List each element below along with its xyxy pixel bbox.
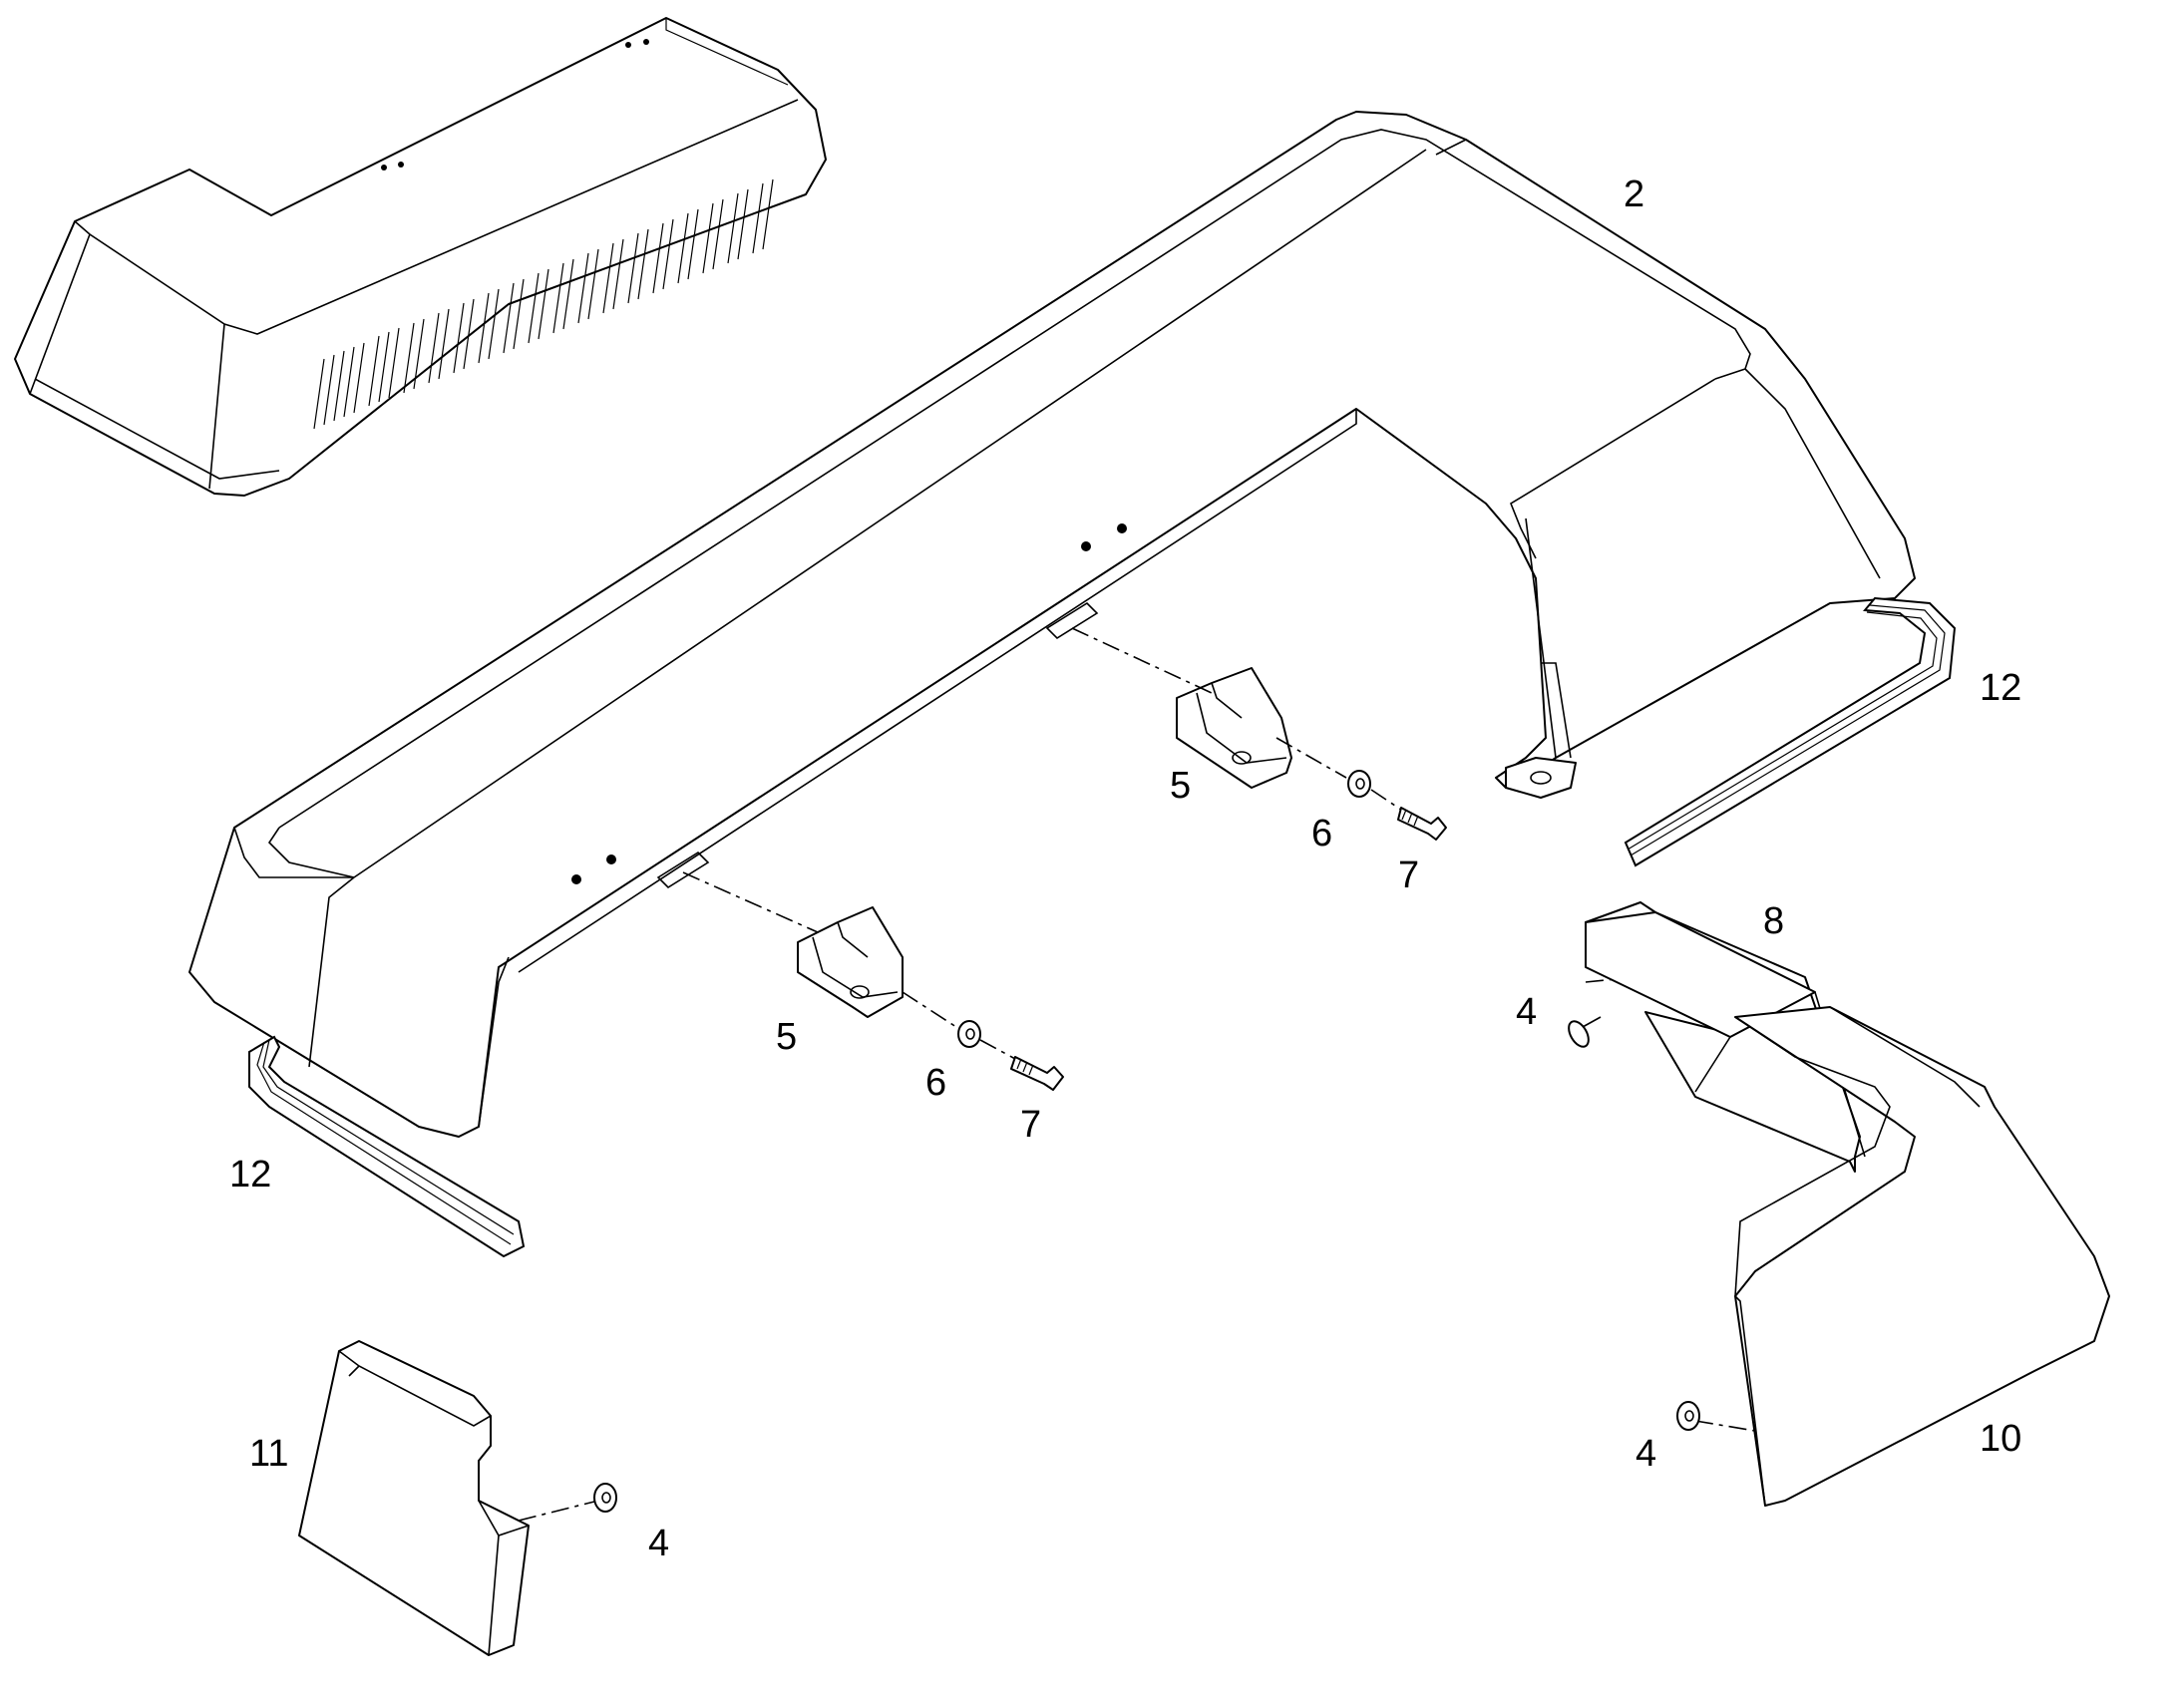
trim-piece-part-8	[1585, 901, 1866, 1173]
washer-lower	[957, 1020, 981, 1048]
callout-12-right: 12	[1980, 667, 2021, 709]
callout-7-lower: 7	[1020, 1104, 1041, 1146]
callout-5-lower: 5	[776, 1016, 797, 1058]
push-rivet-left	[593, 1483, 617, 1513]
main-cover-part-2	[188, 111, 1916, 1138]
callout-4-right: 4	[1635, 1433, 1656, 1475]
screw-upper	[1397, 807, 1447, 841]
callout-11: 11	[249, 1433, 288, 1475]
callout-7-upper: 7	[1398, 854, 1419, 896]
side-panel-part-11	[298, 1340, 530, 1656]
screw-lower	[1010, 1056, 1064, 1091]
bracket-lower	[797, 906, 904, 1018]
seal-strip-right	[1624, 596, 1957, 867]
callout-6-lower: 6	[925, 1062, 946, 1104]
seal-strip-left	[248, 1035, 526, 1258]
callout-12-left: 12	[229, 1154, 271, 1196]
push-rivet-right	[1676, 1401, 1700, 1431]
bracket-upper	[1176, 667, 1292, 789]
callout-4-left: 4	[648, 1523, 669, 1564]
callout-4-upper: 4	[1516, 991, 1537, 1033]
callout-labels: 2 12 12 5 6 7 5 6 7 8 4 11 4 4 10	[229, 173, 2021, 1564]
push-rivet-upper	[1568, 1016, 1602, 1048]
vent-slots	[313, 178, 774, 430]
callout-6-upper: 6	[1311, 813, 1332, 854]
callout-5-upper: 5	[1170, 765, 1191, 807]
callout-8: 8	[1763, 900, 1784, 942]
vented-cover	[14, 17, 827, 497]
side-panel-part-10	[1734, 1006, 2110, 1507]
callout-10: 10	[1980, 1418, 2021, 1460]
washer-upper	[1347, 770, 1371, 798]
callout-2: 2	[1624, 173, 1644, 215]
